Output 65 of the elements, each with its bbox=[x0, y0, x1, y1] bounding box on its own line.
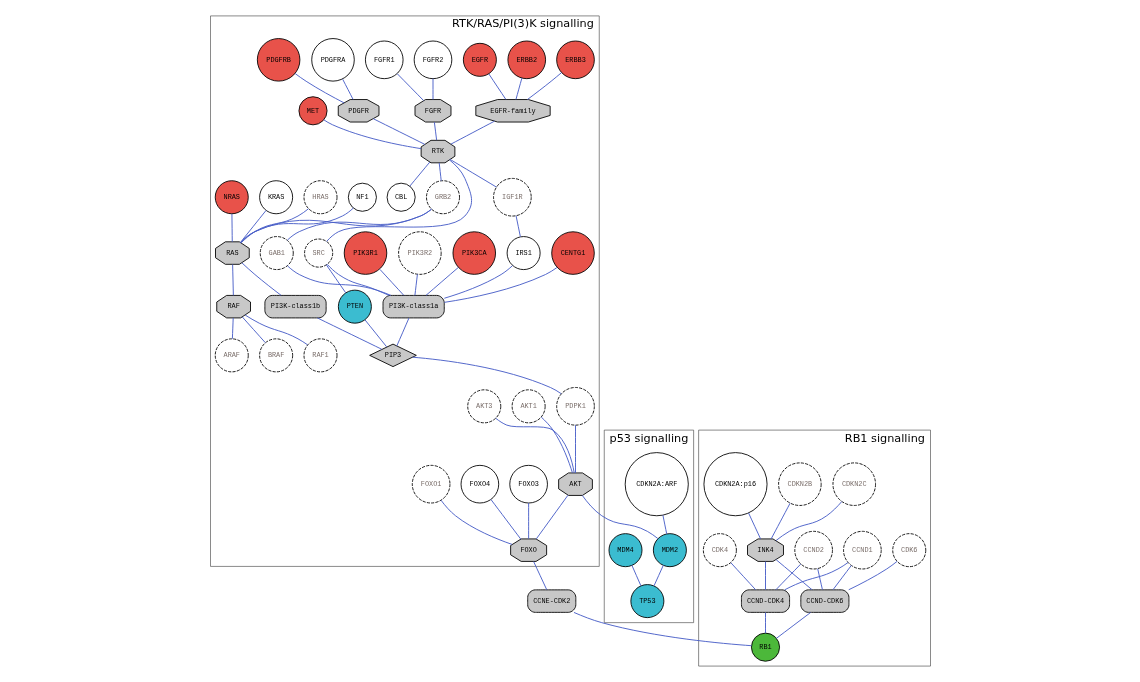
connector bbox=[816, 568, 823, 591]
connector bbox=[432, 78, 433, 100]
connector bbox=[775, 612, 811, 639]
connector bbox=[783, 562, 849, 591]
connector bbox=[653, 564, 664, 587]
connector bbox=[316, 317, 382, 350]
connector bbox=[574, 424, 576, 474]
connector bbox=[411, 356, 562, 395]
connector bbox=[230, 213, 233, 243]
connector bbox=[231, 264, 234, 296]
connector bbox=[764, 561, 766, 591]
connector bbox=[832, 564, 852, 591]
connector bbox=[438, 162, 442, 182]
connector bbox=[573, 611, 752, 647]
connector bbox=[489, 499, 521, 540]
connector bbox=[408, 161, 430, 187]
connector bbox=[240, 262, 282, 296]
connector bbox=[231, 317, 234, 340]
connector bbox=[449, 158, 497, 188]
connector bbox=[532, 561, 547, 591]
connector bbox=[244, 314, 308, 346]
connector bbox=[413, 273, 418, 296]
connector bbox=[487, 73, 506, 100]
connector bbox=[322, 119, 422, 150]
connector bbox=[440, 499, 512, 545]
connector bbox=[341, 78, 354, 100]
connector bbox=[372, 118, 425, 145]
connector bbox=[325, 264, 346, 294]
connector bbox=[294, 73, 344, 104]
connector bbox=[239, 207, 354, 244]
connector bbox=[764, 612, 766, 634]
connector bbox=[527, 502, 529, 540]
connector bbox=[395, 317, 409, 347]
connector bbox=[364, 319, 387, 348]
connector bbox=[540, 416, 573, 474]
connector bbox=[396, 73, 424, 101]
connector bbox=[286, 208, 432, 241]
connector bbox=[661, 514, 667, 535]
connector bbox=[535, 494, 568, 540]
connector bbox=[240, 208, 309, 244]
connector bbox=[630, 564, 641, 587]
connector bbox=[378, 268, 404, 296]
connector bbox=[443, 265, 513, 299]
connector bbox=[526, 72, 562, 100]
connector bbox=[239, 208, 432, 243]
connector bbox=[433, 121, 437, 141]
connector bbox=[775, 501, 842, 542]
connector bbox=[239, 210, 266, 243]
connector bbox=[286, 265, 391, 296]
connector bbox=[425, 266, 459, 296]
connector bbox=[325, 159, 472, 242]
connector bbox=[326, 263, 390, 296]
connector bbox=[241, 316, 266, 344]
connector bbox=[443, 267, 557, 303]
connector bbox=[494, 417, 575, 474]
connector bbox=[774, 563, 801, 591]
connector bbox=[847, 561, 897, 591]
connector bbox=[515, 215, 521, 238]
connector bbox=[747, 512, 761, 540]
connector bbox=[449, 120, 495, 145]
connector bbox=[515, 77, 522, 100]
connector bbox=[775, 559, 813, 591]
connector bbox=[581, 495, 658, 539]
connector bbox=[729, 562, 756, 591]
connector bbox=[770, 502, 790, 540]
